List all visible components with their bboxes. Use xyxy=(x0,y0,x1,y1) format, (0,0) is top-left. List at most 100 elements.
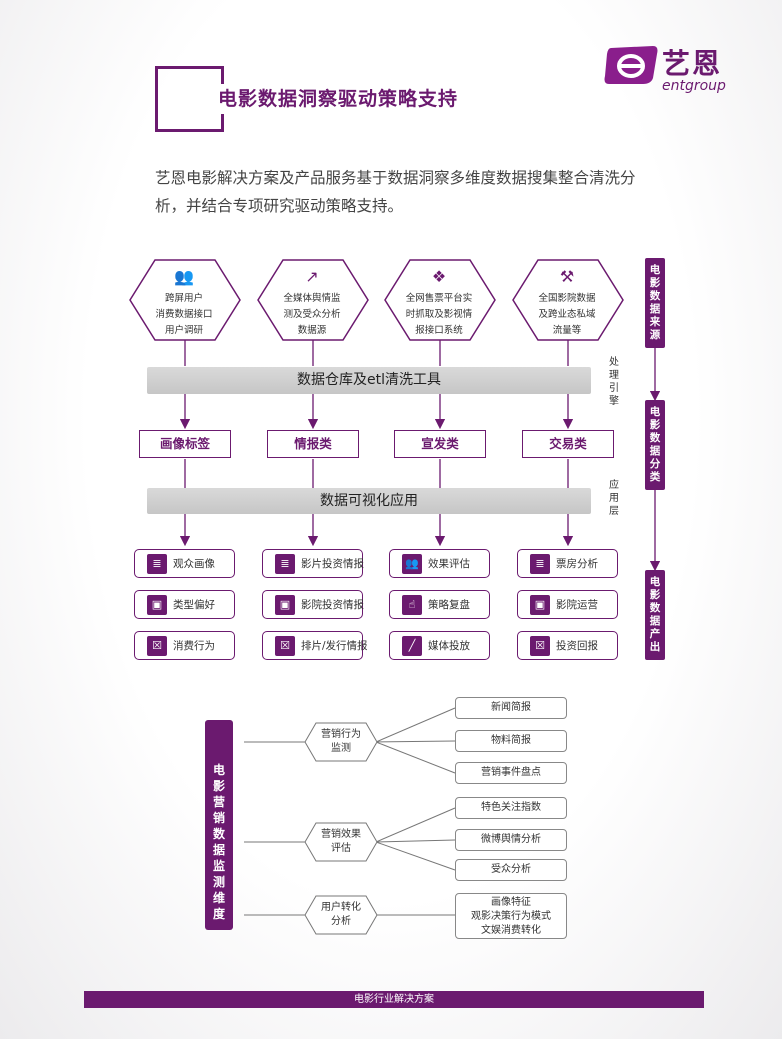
output-box: ≣ 票房分析 xyxy=(517,549,618,578)
output-box: ☒ 投资回报 xyxy=(517,631,618,660)
output-label: 影院运营 xyxy=(556,599,598,611)
monitor-item-multiline: 画像特征观影决策行为模式文娱消费转化 xyxy=(455,893,567,939)
doc-icon: ≣ xyxy=(275,554,295,574)
vertical-char: 层 xyxy=(609,506,619,517)
source-hexagon: ⚒ 全国影院数据及跨业态私域流量等 xyxy=(512,259,624,341)
source-description: 全国影院数据及跨业态私域流量等 xyxy=(518,291,616,339)
vertical-char: 销 xyxy=(212,811,225,825)
output-box: ≣观众画像 xyxy=(134,549,235,578)
output-box: ╱ 媒体投放 xyxy=(389,631,490,660)
vertical-char: 处 xyxy=(609,357,619,368)
monitor-item-line: 画像特征 xyxy=(491,897,531,908)
monitor-item: 微博舆情分析 xyxy=(455,829,567,851)
monitor-item-line: 观影决策行为模式 xyxy=(471,911,551,922)
monitor-item: 受众分析 xyxy=(455,859,567,881)
vertical-char: 擎 xyxy=(609,396,619,407)
entgroup-logo-mark xyxy=(604,46,658,84)
monitor-item-line: 文娱消费转化 xyxy=(481,925,541,936)
vertical-char: 据 xyxy=(649,445,661,457)
vertical-char: 影 xyxy=(212,779,225,793)
output-label: 排片/发行情报 xyxy=(301,640,368,652)
group-name-line: 监测 xyxy=(331,743,351,754)
output-box: 👥效果评估 xyxy=(389,549,490,578)
output-box: ▣影院运营 xyxy=(517,590,618,619)
cart-icon: ☒ xyxy=(147,636,167,656)
monitor-group-node: 营销行为监测 xyxy=(304,722,390,762)
monitor-item: 新闻简报 xyxy=(455,697,567,719)
output-label: 类型偏好 xyxy=(173,599,215,611)
monitor-group-name: 营销效果评估 xyxy=(304,828,378,856)
image-icon: ▣ xyxy=(275,595,295,615)
group-name-line: 营销效果 xyxy=(321,829,361,840)
thumb-icon: ☝ xyxy=(402,595,422,615)
source-description: 全网售票平台实时抓取及影视情报接口系统 xyxy=(390,291,488,339)
vertical-char: 影 xyxy=(649,589,661,601)
vertical-char: 引 xyxy=(609,383,619,394)
vertical-char: 据 xyxy=(649,303,661,315)
source-line: 用户调研 xyxy=(164,325,203,336)
output-label: 效果评估 xyxy=(428,558,470,570)
vertical-char: 数 xyxy=(649,432,661,444)
vertical-char: 数 xyxy=(649,602,661,614)
source-line: 时抓取及影视情 xyxy=(405,309,473,320)
vertical-char: 据 xyxy=(649,615,661,627)
vertical-char: 应 xyxy=(609,480,619,491)
source-hexagon: ❖全网售票平台实时抓取及影视情报接口系统 xyxy=(384,259,496,341)
tag-data-output: 电影数据产出 xyxy=(645,570,665,660)
source-line: 及跨业态私域 xyxy=(538,309,596,320)
vertical-char: 分 xyxy=(649,458,661,470)
cart-icon: ☒ xyxy=(530,636,550,656)
vertical-char: 监 xyxy=(212,859,225,873)
output-box: ☒ 排片/发行情报 xyxy=(262,631,368,660)
monitor-item: 营销事件盘点 xyxy=(455,762,567,784)
output-box: ≣影片投资情报 xyxy=(262,549,364,578)
source-hexagon: 👥跨屏用户消费数据接口用户调研 xyxy=(129,259,241,341)
monitor-item: 物料简报 xyxy=(455,730,567,752)
source-line: 数据源 xyxy=(297,325,327,336)
monitor-group-name: 用户转化分析 xyxy=(304,901,378,929)
chart-icon: ╱ xyxy=(402,636,422,656)
vertical-char: 源 xyxy=(649,329,661,341)
output-label: 媒体投放 xyxy=(428,640,470,652)
category-box: 画像标签 xyxy=(139,430,231,458)
cart-icon: ☒ xyxy=(275,636,295,656)
category-box: 交易类 xyxy=(522,430,614,458)
output-label: 票房分析 xyxy=(556,558,598,570)
source-line: 消费数据接口 xyxy=(155,309,213,320)
group-name-line: 分析 xyxy=(331,916,351,927)
monitor-group-name: 营销行为监测 xyxy=(304,728,378,756)
output-label: 影院投资情报 xyxy=(301,599,364,611)
output-box: ☒ 消费行为 xyxy=(134,631,235,660)
source-description: 跨屏用户消费数据接口用户调研 xyxy=(135,291,233,339)
source-line: 流量等 xyxy=(552,325,582,336)
tools-icon: ⚒ xyxy=(559,267,575,286)
source-line: 全国影院数据 xyxy=(538,293,596,304)
vertical-char: 测 xyxy=(212,875,225,889)
page-title: 电影数据洞察驱动策略支持 xyxy=(218,88,459,110)
vertical-char: 产 xyxy=(649,628,661,640)
tag-data-source: 电影数据来源 xyxy=(645,258,665,348)
monitor-dimension-label: 电影营销数据监测维度 xyxy=(205,720,233,930)
logo-text-cn: 艺恩 xyxy=(662,47,723,80)
category-box: 情报类 xyxy=(267,430,359,458)
doc-icon: ≣ xyxy=(530,554,550,574)
visualization-bar: 数据可视化应用 xyxy=(147,488,591,514)
group-name-line: 营销行为 xyxy=(321,729,361,740)
vertical-char: 数 xyxy=(212,827,225,841)
output-label: 消费行为 xyxy=(173,640,215,652)
source-line: 全媒体舆情监 xyxy=(283,293,341,304)
vertical-char: 电 xyxy=(212,763,225,777)
source-description: 全媒体舆情监测及受众分析数据源 xyxy=(263,291,361,339)
vertical-char: 影 xyxy=(649,277,661,289)
monitor-group-node: 用户转化分析 xyxy=(304,895,390,935)
source-line: 跨屏用户 xyxy=(164,293,203,304)
output-box: ▣类型偏好 xyxy=(134,590,235,619)
vertical-char: 来 xyxy=(649,316,661,328)
output-box: ☝ 策略复盘 xyxy=(389,590,490,619)
output-label: 策略复盘 xyxy=(428,599,470,611)
monitor-group-node: 营销效果评估 xyxy=(304,822,390,862)
vertical-char: 电 xyxy=(649,576,661,588)
output-label: 投资回报 xyxy=(556,640,598,652)
